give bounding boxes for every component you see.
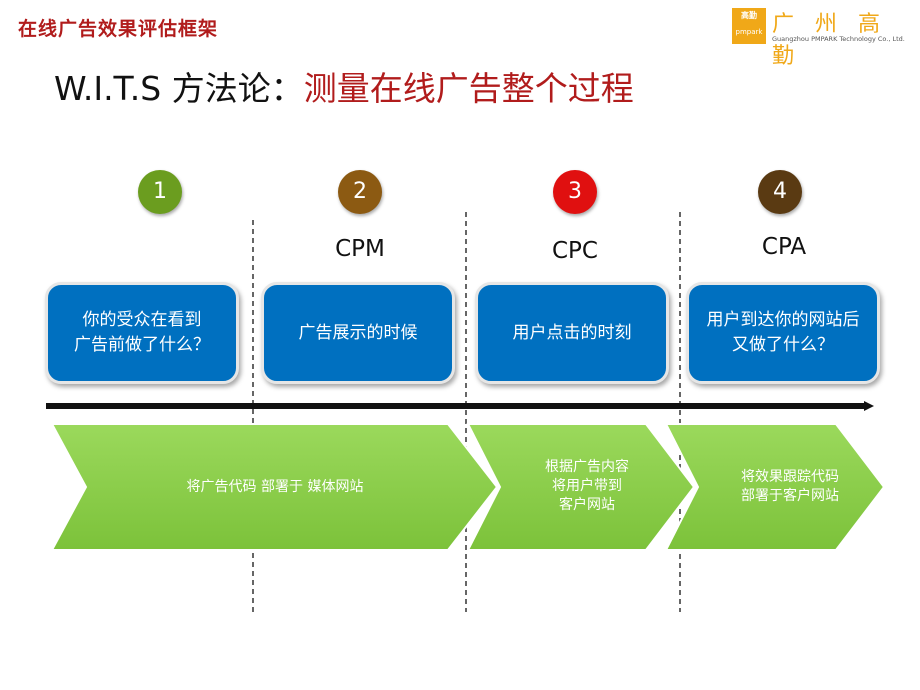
step-4-metric-label: CPA (761, 234, 807, 260)
stage-box-4: 用户到达你的网站后 又做了什么？ (686, 282, 880, 384)
step-4-number-badge: 4 (758, 170, 802, 214)
logo-brand-text: pmpark (735, 28, 763, 36)
stage-box-1: 你的受众在看到 广告前做了什么？ (45, 282, 239, 384)
logo-name-cn: 广 州 高 勤 (772, 12, 887, 69)
step-1-number-badge: 1 (138, 170, 182, 214)
step-2-number-badge: 2 (338, 170, 382, 214)
title-prefix: W.I.T.S 方法论： (54, 69, 304, 108)
action-3-text: 将效果跟踪代码 部署于客户网站 (741, 469, 839, 504)
title-highlight: 测量在线广告整个过程 (303, 69, 634, 108)
stage-box-2: 广告展示的时候 (261, 282, 455, 384)
logo-name-en: Guangzhou PMPARK Technology Co., Ltd. (772, 35, 905, 43)
step-2-metric-label: CPM (335, 236, 385, 262)
action-chevron-3 (664, 423, 886, 551)
stage-box-1-text: 你的受众在看到 广告前做了什么？ (74, 310, 210, 355)
stage-box-2-text: 广告展示的时候 (298, 322, 418, 343)
company-logo: 高勤 pmpark 广 州 高 勤 Guangzhou PMPARK Techn… (732, 8, 912, 69)
slide-title: W.I.T.S 方法论：测量在线广告整个过程 (54, 62, 634, 110)
logo-mark: 高勤 pmpark (732, 8, 766, 44)
logo-mark-text: 高勤 (741, 11, 757, 20)
step-3-number-badge: 3 (553, 170, 597, 214)
action-1-text: 将广告代码 部署于 媒体网站 (186, 479, 364, 495)
stage-box-3-text: 用户点击的时刻 (512, 322, 632, 343)
action-2-text: 根据广告内容 将用户带到 客户网站 (545, 459, 629, 513)
step-3-metric-label: CPC (552, 238, 598, 264)
stage-box-3: 用户点击的时刻 (475, 282, 669, 384)
action-chevron-2 (466, 423, 696, 551)
stage-box-4-text: 用户到达你的网站后 又做了什么？ (706, 310, 860, 355)
action-chevron-1 (50, 423, 499, 551)
slide-header-label: 在线广告效果评估框架 (18, 18, 219, 40)
